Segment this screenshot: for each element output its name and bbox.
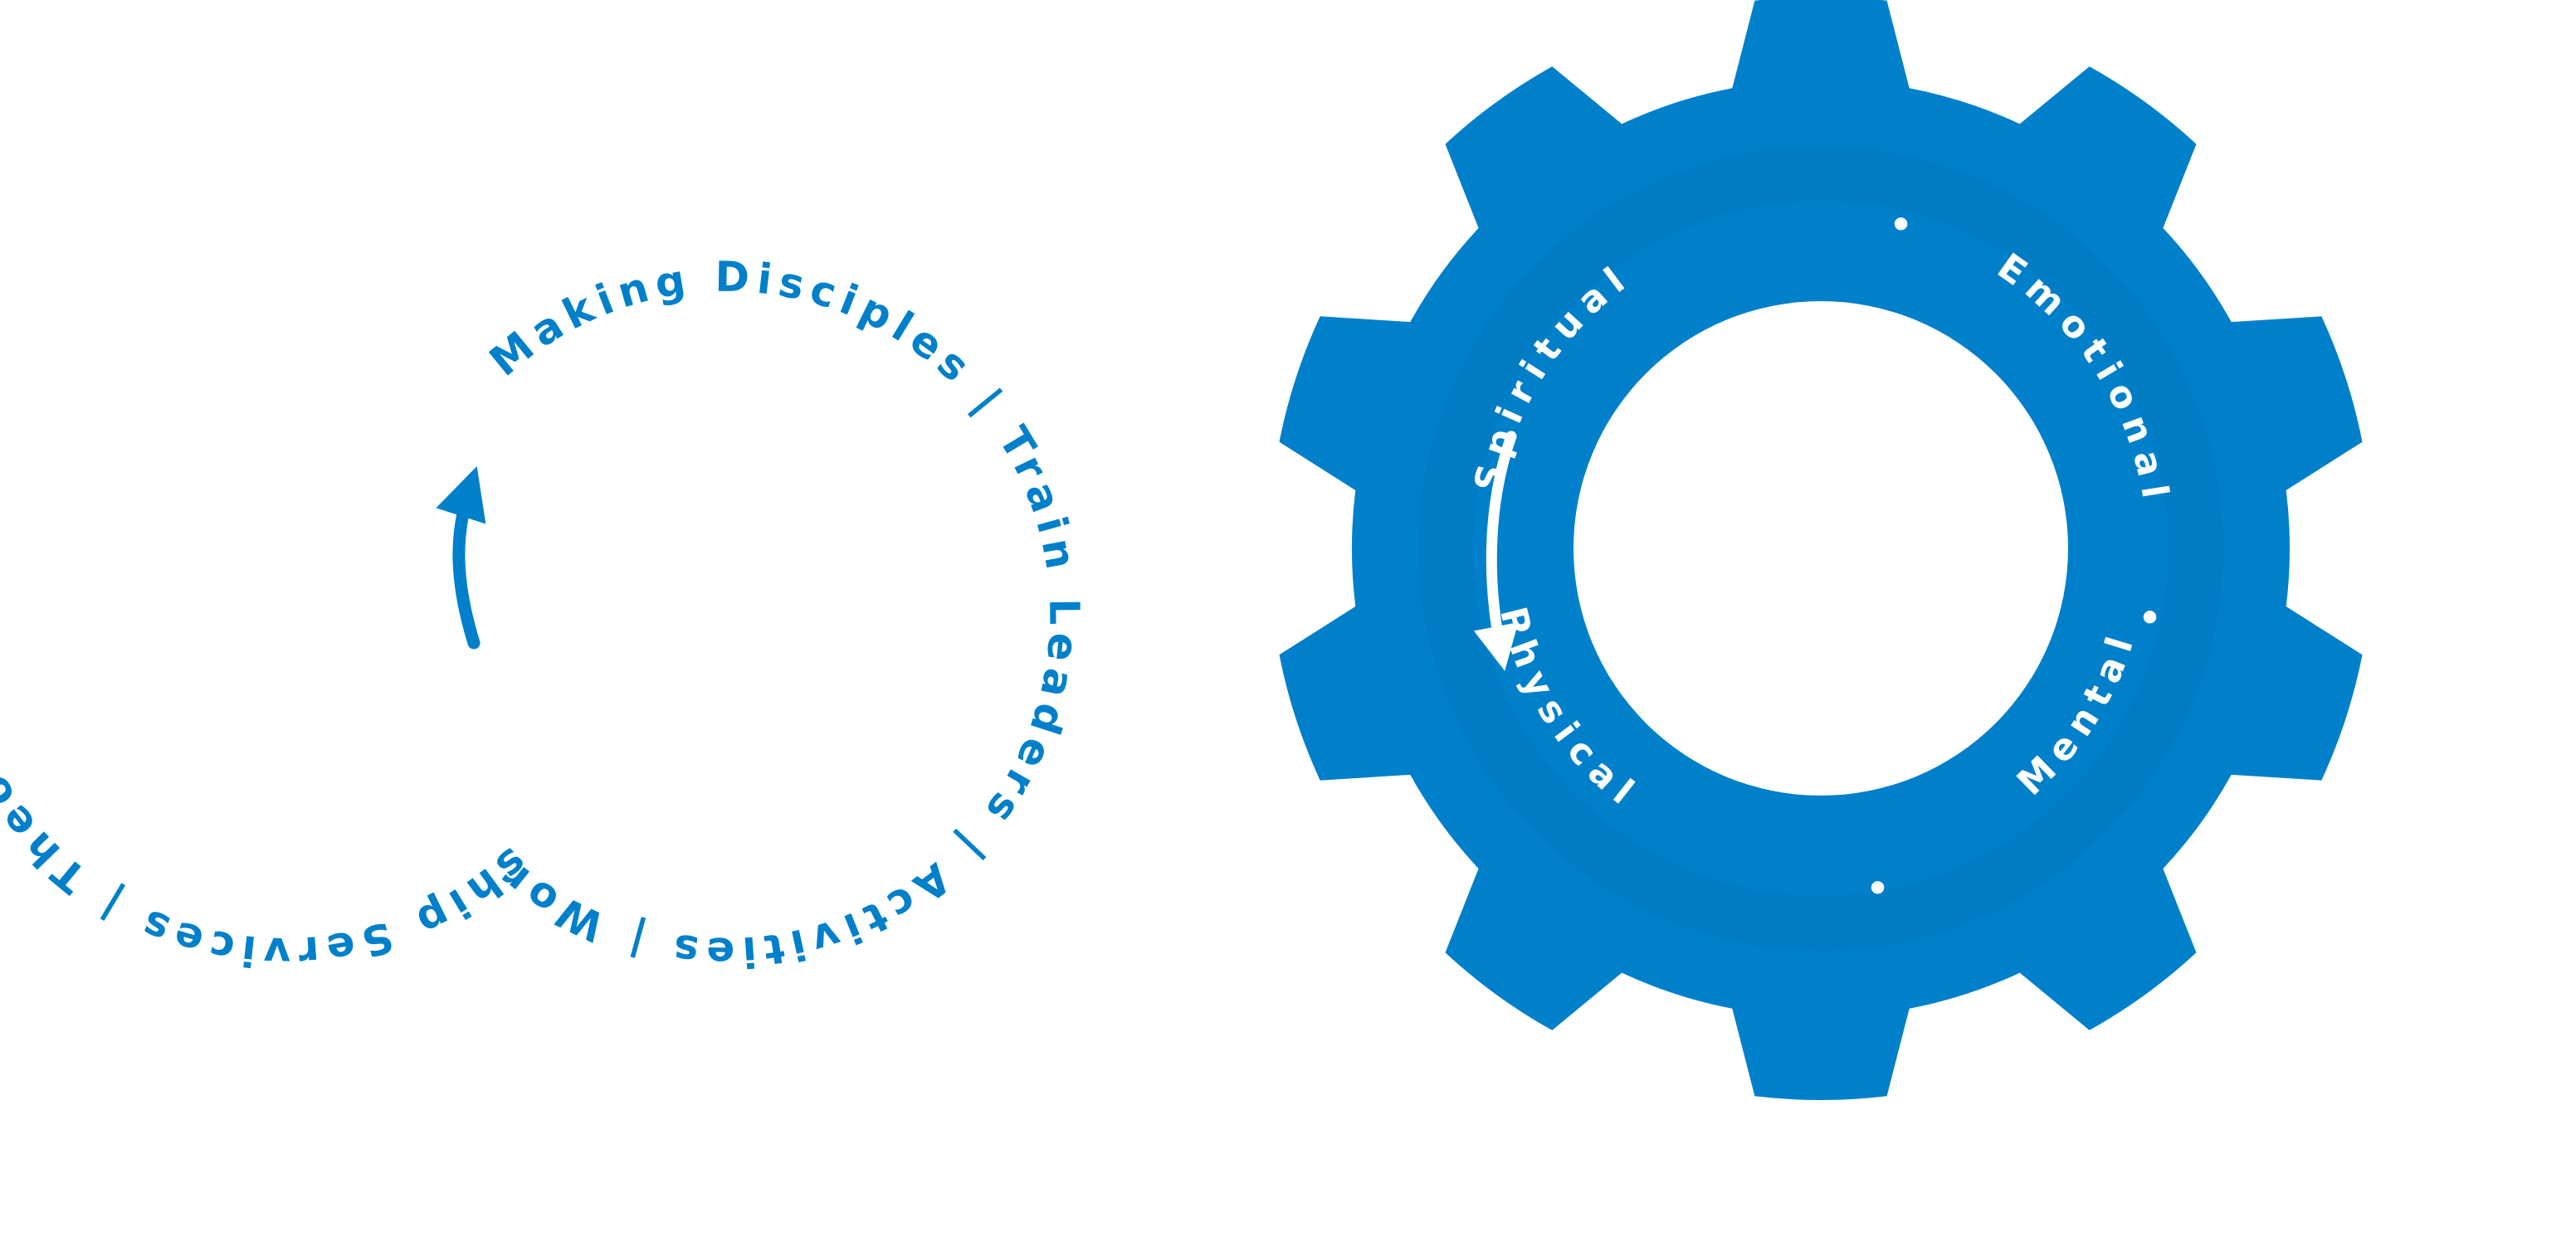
arrow-up-curved-icon [436, 466, 486, 650]
gear-label-ring [1418, 146, 2223, 951]
arrow-down-curved-icon [1473, 431, 1519, 671]
gear-body [1279, 0, 2363, 1100]
separator-bottom: • [1866, 868, 1898, 910]
outer-cycle-textpath: Making Disciples | Train Leaders | Activ… [0, 253, 1088, 977]
gear: Spiritual Emotional Physical Mental • • … [1279, 0, 2363, 1100]
separator-top: • [1889, 204, 1921, 246]
outer-cycle: Making Disciples | Train Leaders | Activ… [0, 253, 1088, 977]
outer-cycle-text: Making Disciples | Train Leaders | Activ… [0, 253, 1088, 977]
separator-right: • [2138, 597, 2170, 640]
